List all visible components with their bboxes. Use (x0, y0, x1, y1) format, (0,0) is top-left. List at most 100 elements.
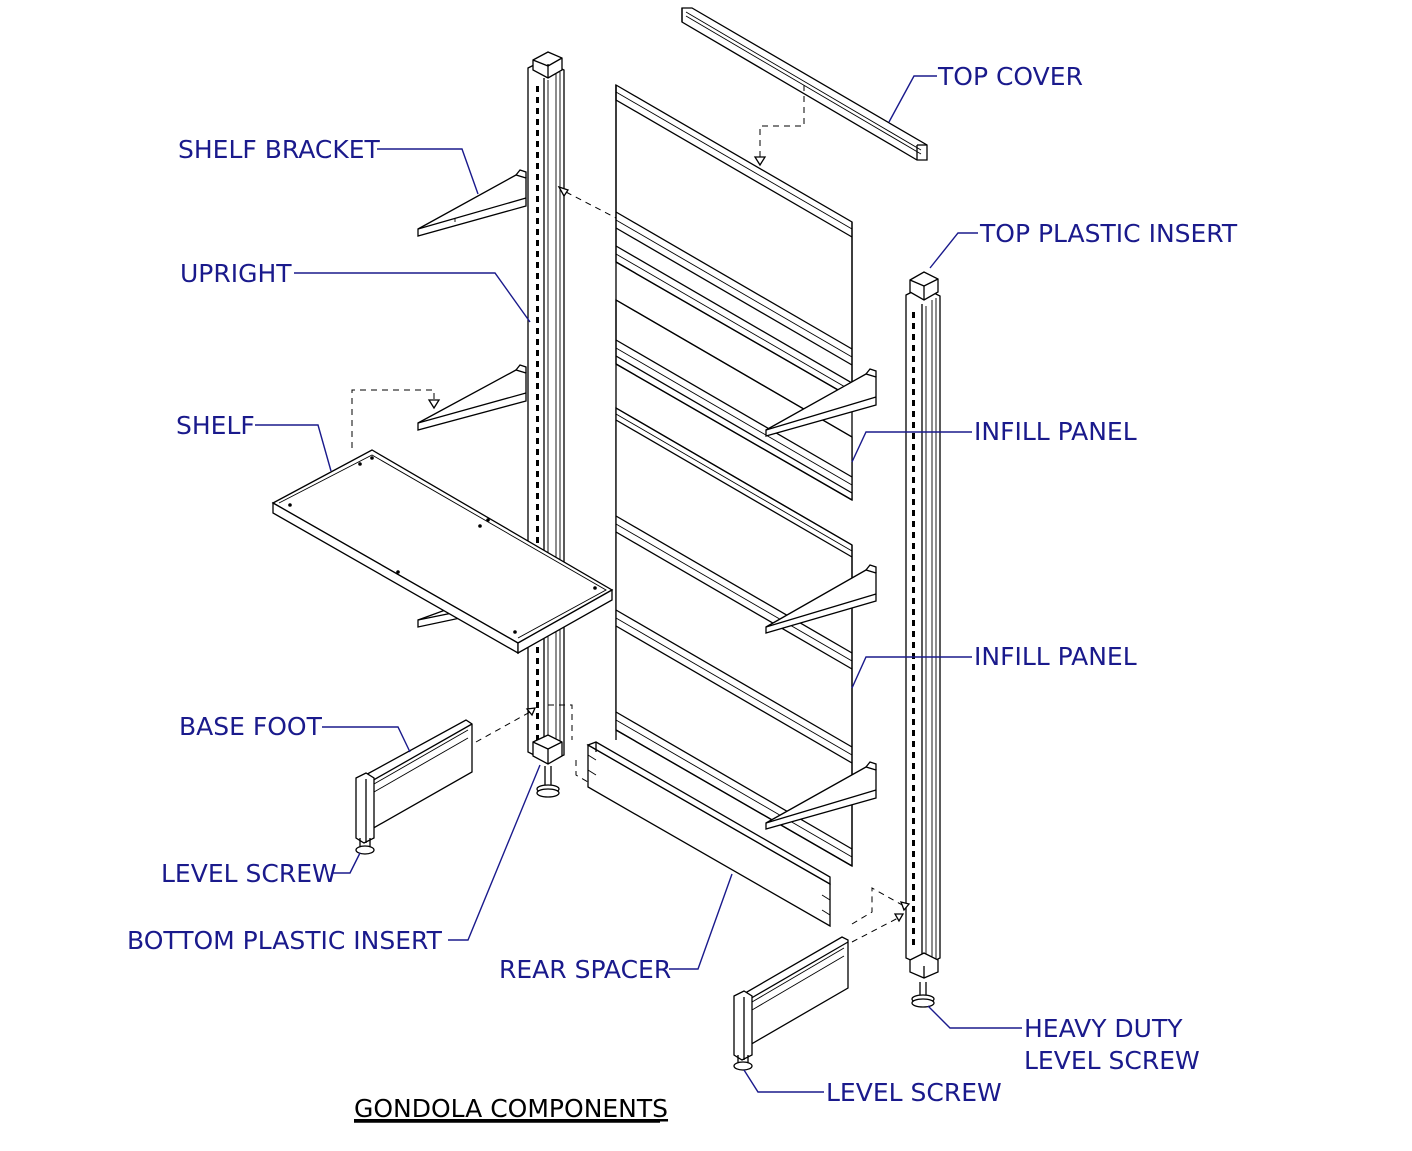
upright-slot (912, 455, 915, 461)
upright-slot (536, 229, 539, 235)
upright-right-slots (912, 312, 915, 945)
label-upright: UPRIGHT (180, 259, 292, 288)
upright-slot (536, 515, 539, 521)
upright-slot (912, 565, 915, 571)
upright-slot (912, 818, 915, 824)
upright-slot (912, 521, 915, 527)
upright-slot (912, 499, 915, 505)
upright-slot (912, 587, 915, 593)
label-infill-panel-upper: INFILL PANEL (974, 417, 1137, 446)
upright-slot (912, 631, 915, 637)
rear-spacer (586, 741, 831, 928)
upright-slot (536, 86, 539, 92)
diagram-title: GONDOLA COMPONENTS (354, 1094, 668, 1123)
upright-slot (536, 680, 539, 686)
upright-slot (912, 510, 915, 516)
upright-slot (536, 108, 539, 114)
upright-slot (536, 119, 539, 125)
upright-slot (536, 284, 539, 290)
top-cover (681, 7, 928, 161)
base-foot-left (355, 719, 473, 855)
upright-slot (536, 471, 539, 477)
upright-slot (536, 405, 539, 411)
upright-slot (536, 504, 539, 510)
label-heavy-duty-2: LEVEL SCREW (1024, 1046, 1200, 1075)
upright-slot (536, 196, 539, 202)
upright-slot (536, 251, 539, 257)
upright-slot (536, 482, 539, 488)
upright-slot (912, 433, 915, 439)
upright-slot (912, 862, 915, 868)
upright-slot (536, 735, 539, 741)
label-bottom-plastic-insert: BOTTOM PLASTIC INSERT (127, 926, 443, 955)
upright-slot (536, 207, 539, 213)
upright-slot (912, 928, 915, 934)
upright-slot (912, 477, 915, 483)
upright-slot (536, 185, 539, 191)
upright-slot (912, 532, 915, 538)
upright-slot (912, 917, 915, 923)
label-shelf: SHELF (176, 411, 255, 440)
upright-slot (912, 620, 915, 626)
shelf-bracket-left-top (417, 169, 527, 237)
upright-slot (912, 906, 915, 912)
upright-slot (912, 466, 915, 472)
upright-slot (536, 295, 539, 301)
upright-slot (536, 306, 539, 312)
upright-slot (912, 444, 915, 450)
top-plastic-insert-left (532, 51, 563, 79)
upright-slot (536, 262, 539, 268)
upright-slot (912, 939, 915, 945)
upright-slot (536, 141, 539, 147)
upright-slot (536, 647, 539, 653)
leader-lines (255, 75, 1022, 1093)
upright-slot (912, 873, 915, 879)
upright-slot (912, 840, 915, 846)
upright-slot (912, 488, 915, 494)
upright-slot (912, 807, 915, 813)
upright-slot (912, 422, 915, 428)
bottom-plastic-insert-right (909, 952, 939, 979)
upright-slot (536, 658, 539, 664)
upright-slot (536, 361, 539, 367)
upright-slot (912, 609, 915, 615)
upright-slot (536, 317, 539, 323)
upright-slot (536, 350, 539, 356)
upright-slot (536, 449, 539, 455)
upright-slot (912, 730, 915, 736)
upright-slot (536, 339, 539, 345)
assembly-guides (351, 85, 911, 943)
upright-slot (912, 763, 915, 769)
upright-slot (912, 796, 915, 802)
upright-slot (912, 851, 915, 857)
upright-slot (912, 378, 915, 384)
upright-slot (536, 152, 539, 158)
upright-slot (912, 752, 915, 758)
upright-slot (536, 372, 539, 378)
upright-slot (912, 411, 915, 417)
upright-slot (912, 367, 915, 373)
upright-slot (912, 708, 915, 714)
upright-slot (912, 664, 915, 670)
infill-panel-lower (615, 406, 853, 868)
upright-slot (912, 323, 915, 329)
upright-slot (912, 312, 915, 318)
upright-slot (912, 774, 915, 780)
upright-slot (536, 724, 539, 730)
upright-slot (536, 218, 539, 224)
upright-slot (536, 416, 539, 422)
top-plastic-insert-right (909, 271, 939, 301)
shelf-bracket-left-middle (417, 364, 527, 431)
upright-slot (536, 163, 539, 169)
upright-slot (912, 642, 915, 648)
upright-slot (536, 394, 539, 400)
label-top-cover: TOP COVER (937, 62, 1083, 91)
upright-slot (912, 554, 915, 560)
upright-slot (536, 273, 539, 279)
label-top-plastic-insert: TOP PLASTIC INSERT (979, 219, 1238, 248)
shelf-bracket-right-top (765, 368, 877, 437)
upright-slot (912, 400, 915, 406)
upright-slot (536, 97, 539, 103)
upright-slot (912, 719, 915, 725)
